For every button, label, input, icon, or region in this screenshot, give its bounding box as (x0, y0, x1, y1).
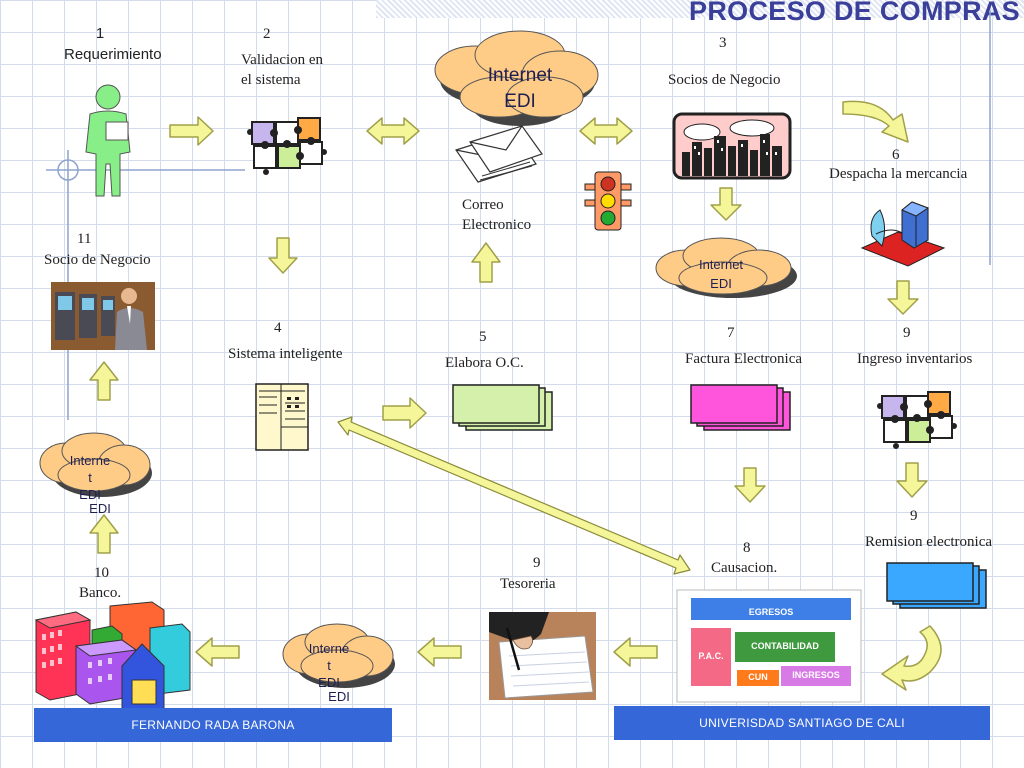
arrow-up (89, 361, 119, 401)
accounting-bottom-right-label: INGRESOS (792, 670, 840, 680)
invoice-icon (690, 384, 791, 431)
cloud-bottom-line1: Interne (308, 641, 350, 656)
cloud-left-shadow-text: EDI (89, 501, 111, 516)
arrow-right (169, 116, 214, 146)
step5-number: 5 (479, 329, 487, 345)
step1-number: 1 (95, 25, 105, 42)
accounting-left-label: P.A.C. (698, 651, 724, 661)
arrow-curved (881, 625, 942, 691)
step10-label: Banco. (79, 585, 122, 601)
step8-number: 8 (743, 540, 751, 556)
step3-label: Socios de Negocio (668, 72, 781, 88)
dispatch-icon (860, 201, 946, 267)
order-icon (452, 384, 553, 431)
writing-hand-icon (489, 612, 596, 700)
accounting-center-label: CONTABILIDAD (751, 641, 819, 651)
arrow-right (382, 397, 427, 429)
step6-label: Despacha la mercancia (829, 166, 968, 182)
step7-number: 7 (727, 325, 735, 341)
arrow-down (710, 187, 742, 221)
step11-label: Socio de Negocio (44, 252, 151, 268)
city-icon (672, 112, 792, 180)
cloud-left-line2: t (88, 470, 92, 485)
step2-label-line1: Validacion en (241, 52, 324, 68)
arrow-down (887, 280, 919, 315)
cloud-right-line2: EDI (710, 276, 732, 291)
cloud-bottom-line3: EDI (318, 675, 340, 690)
cloud-bottom-shadow-text: EDI (328, 689, 350, 704)
cloud-bottom-line2: t (327, 658, 331, 673)
arrow-left (195, 637, 240, 667)
step11-number: 11 (77, 231, 92, 247)
footer-right-text: UNIVERISDAD SANTIAGO DE CALI (699, 716, 905, 730)
title-band (376, 0, 1024, 18)
step4-label: Sistema inteligente (228, 346, 343, 362)
step9a-number: 9 (903, 325, 911, 341)
cloud-left-line3: EDI (79, 487, 101, 502)
cloud-shape (434, 30, 599, 126)
form-icon (255, 383, 309, 451)
arrow-up (471, 242, 501, 283)
step9a-label: Ingreso inventarios (857, 351, 973, 367)
arrow-left (417, 637, 462, 667)
step8-label: Causacion. (711, 560, 778, 576)
step9b-label: Remision electronica (865, 534, 993, 550)
cloud-shape (655, 237, 797, 298)
step7-label: Factura Electronica (685, 351, 803, 367)
puzzle-icon (247, 117, 327, 175)
cloud-shape (282, 623, 395, 688)
remision-icon (886, 562, 987, 609)
correo-label-line1: Correo (462, 197, 504, 213)
arrow-up (89, 514, 119, 554)
arrow-double (579, 117, 633, 145)
step2-label-line2: el sistema (241, 72, 301, 88)
step3-number: 3 (719, 35, 727, 51)
cloud-main-line1: Internet (487, 65, 553, 86)
footer-right: UNIVERISDAD SANTIAGO DE CALI (614, 706, 990, 740)
footer-left-text: FERNANDO RADA BARONA (131, 718, 295, 732)
arrow-down (896, 462, 928, 498)
cloud-shape (39, 432, 152, 497)
bank-buildings-icon (34, 601, 191, 713)
step6-number: 6 (892, 147, 900, 163)
step4-number: 4 (274, 320, 282, 336)
arrow-curved (842, 100, 909, 143)
cloud-left-line1: Interne (69, 453, 111, 468)
step1-label: Requerimiento (64, 46, 162, 63)
cloud-main-line2: EDI (504, 91, 536, 112)
accounting-diagram (676, 589, 862, 703)
arrow-diagonal-double (337, 416, 691, 575)
person-icon (85, 84, 131, 197)
business-partner-icon (51, 282, 155, 350)
puzzle-icon (877, 391, 957, 449)
accounting-top-label: EGRESOS (748, 607, 794, 617)
arrow-left (613, 637, 658, 667)
traffic-light-icon (584, 171, 632, 231)
accounting-bottom-left-label: CUN (748, 672, 768, 682)
step2-number: 2 (263, 26, 271, 42)
step10-number: 10 (94, 565, 109, 581)
arrow-double (366, 117, 420, 145)
arrow-down (734, 467, 766, 503)
arrow-down (268, 237, 298, 274)
correo-label-line2: Electronico (462, 217, 532, 233)
step9b-number: 9 (910, 508, 918, 524)
step9c-label: Tesoreria (500, 576, 556, 592)
page-title: PROCESO DE COMPRAS (689, 0, 1020, 26)
footer-left: FERNANDO RADA BARONA (34, 708, 392, 742)
step5-label: Elabora O.C. (445, 355, 524, 371)
step9c-number: 9 (533, 555, 541, 571)
cloud-right-line1: Internet (698, 257, 744, 272)
envelope-icon (455, 125, 543, 183)
